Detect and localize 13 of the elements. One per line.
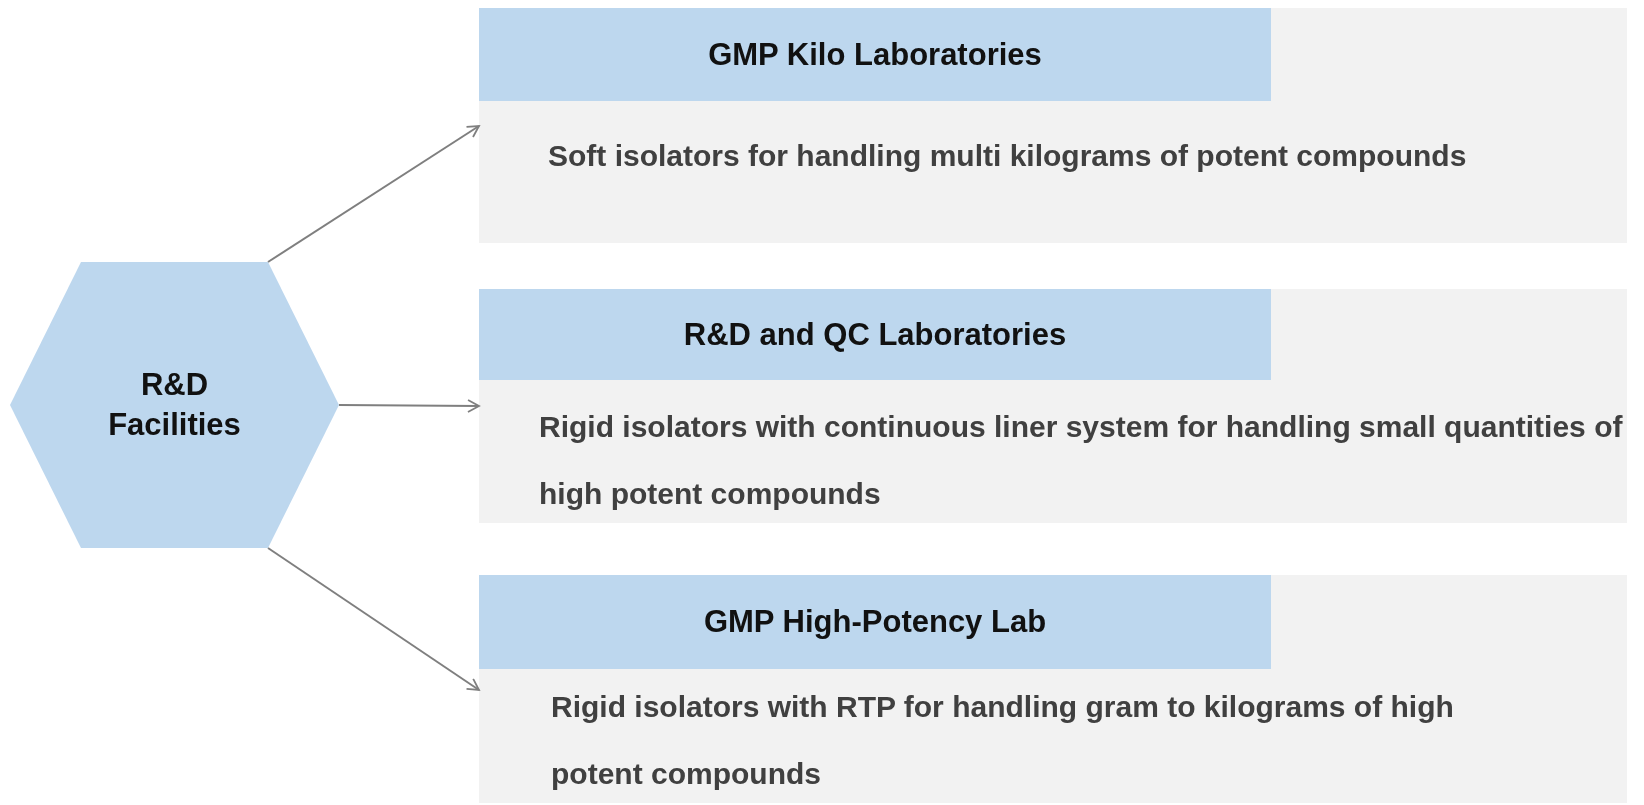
panel-description: Rigid isolators with continuous liner system for handling small quantities of high potent compounds [539,409,1624,512]
info-panel [479,289,1627,523]
panel-header: R&D and QC Laboratories [479,289,1271,380]
arrow [267,125,480,263]
panel-description: Rigid isolators with RTP for handling gram to kilograms of high potent compounds [551,689,1455,792]
arrow [267,547,480,691]
arrow [338,399,480,413]
panel-header: GMP Kilo Laboratories [479,8,1271,101]
panel-header: GMP High-Potency Lab [479,575,1271,669]
panel-description: Soft isolators for handling multi kilograms of potent compounds [548,138,1468,174]
info-panel [479,575,1627,803]
info-panel [479,8,1627,243]
node-title: R&D Facilities [107,365,242,444]
